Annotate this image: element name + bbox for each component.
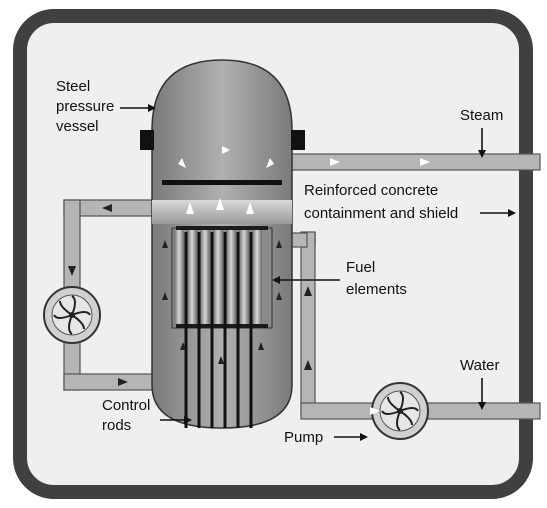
fuel-element bbox=[226, 230, 236, 326]
fuel-element bbox=[200, 230, 210, 326]
fuel-element bbox=[252, 230, 262, 326]
label-control-rods: Control rods bbox=[102, 397, 155, 434]
flow-arrow-icon bbox=[420, 158, 430, 166]
vessel-flange-left bbox=[140, 130, 154, 150]
steam-pipe bbox=[287, 153, 541, 171]
flow-arrow-icon bbox=[178, 158, 186, 168]
fuel-element bbox=[213, 230, 223, 326]
label-containment: Reinforced concrete containment and shie… bbox=[304, 182, 458, 222]
flow-arrow-icon bbox=[276, 292, 282, 300]
fuel-core bbox=[171, 226, 273, 329]
flow-arrows bbox=[178, 146, 430, 415]
flow-arrow-icon bbox=[304, 286, 312, 296]
flow-arrow-icon bbox=[304, 360, 312, 370]
flow-arrow-icon bbox=[258, 342, 264, 350]
flow-arrow-icon bbox=[102, 204, 112, 212]
label-steam: Steam bbox=[460, 107, 503, 124]
fuel-element bbox=[187, 230, 197, 326]
flow-arrow-icon bbox=[276, 240, 282, 248]
flow-arrow-icon bbox=[266, 158, 274, 168]
flow-arrow-icon bbox=[222, 146, 230, 154]
label-steel-vessel: Steel pressure vessel bbox=[56, 78, 119, 135]
label-pump: Pump bbox=[284, 429, 323, 446]
flow-arrow-icon bbox=[370, 407, 380, 415]
coolant-flow-arrows bbox=[68, 204, 312, 386]
feedwater-pump bbox=[371, 382, 429, 440]
flow-arrow-icon bbox=[180, 342, 186, 350]
label-water: Water bbox=[460, 357, 499, 374]
flow-arrow-icon bbox=[162, 240, 168, 248]
pointer-arrows bbox=[120, 104, 516, 441]
vessel-flange-right bbox=[291, 130, 305, 150]
flow-arrow-icon bbox=[330, 158, 340, 166]
circulation-pump-left bbox=[43, 286, 101, 344]
fuel-element bbox=[174, 230, 184, 326]
flow-arrow-icon bbox=[218, 356, 224, 364]
flow-arrow-icon bbox=[162, 292, 168, 300]
flow-arrow-icon bbox=[186, 202, 194, 214]
control-rods bbox=[184, 232, 253, 428]
fuel-element bbox=[239, 230, 249, 326]
flow-arrow-icon bbox=[68, 266, 76, 276]
flow-arrow-icon bbox=[246, 202, 254, 214]
label-fuel-elements: Fuel elements bbox=[346, 259, 407, 298]
separator-plate bbox=[162, 180, 282, 185]
flow-arrow-icon bbox=[118, 378, 128, 386]
flow-arrow-icon bbox=[216, 198, 224, 210]
